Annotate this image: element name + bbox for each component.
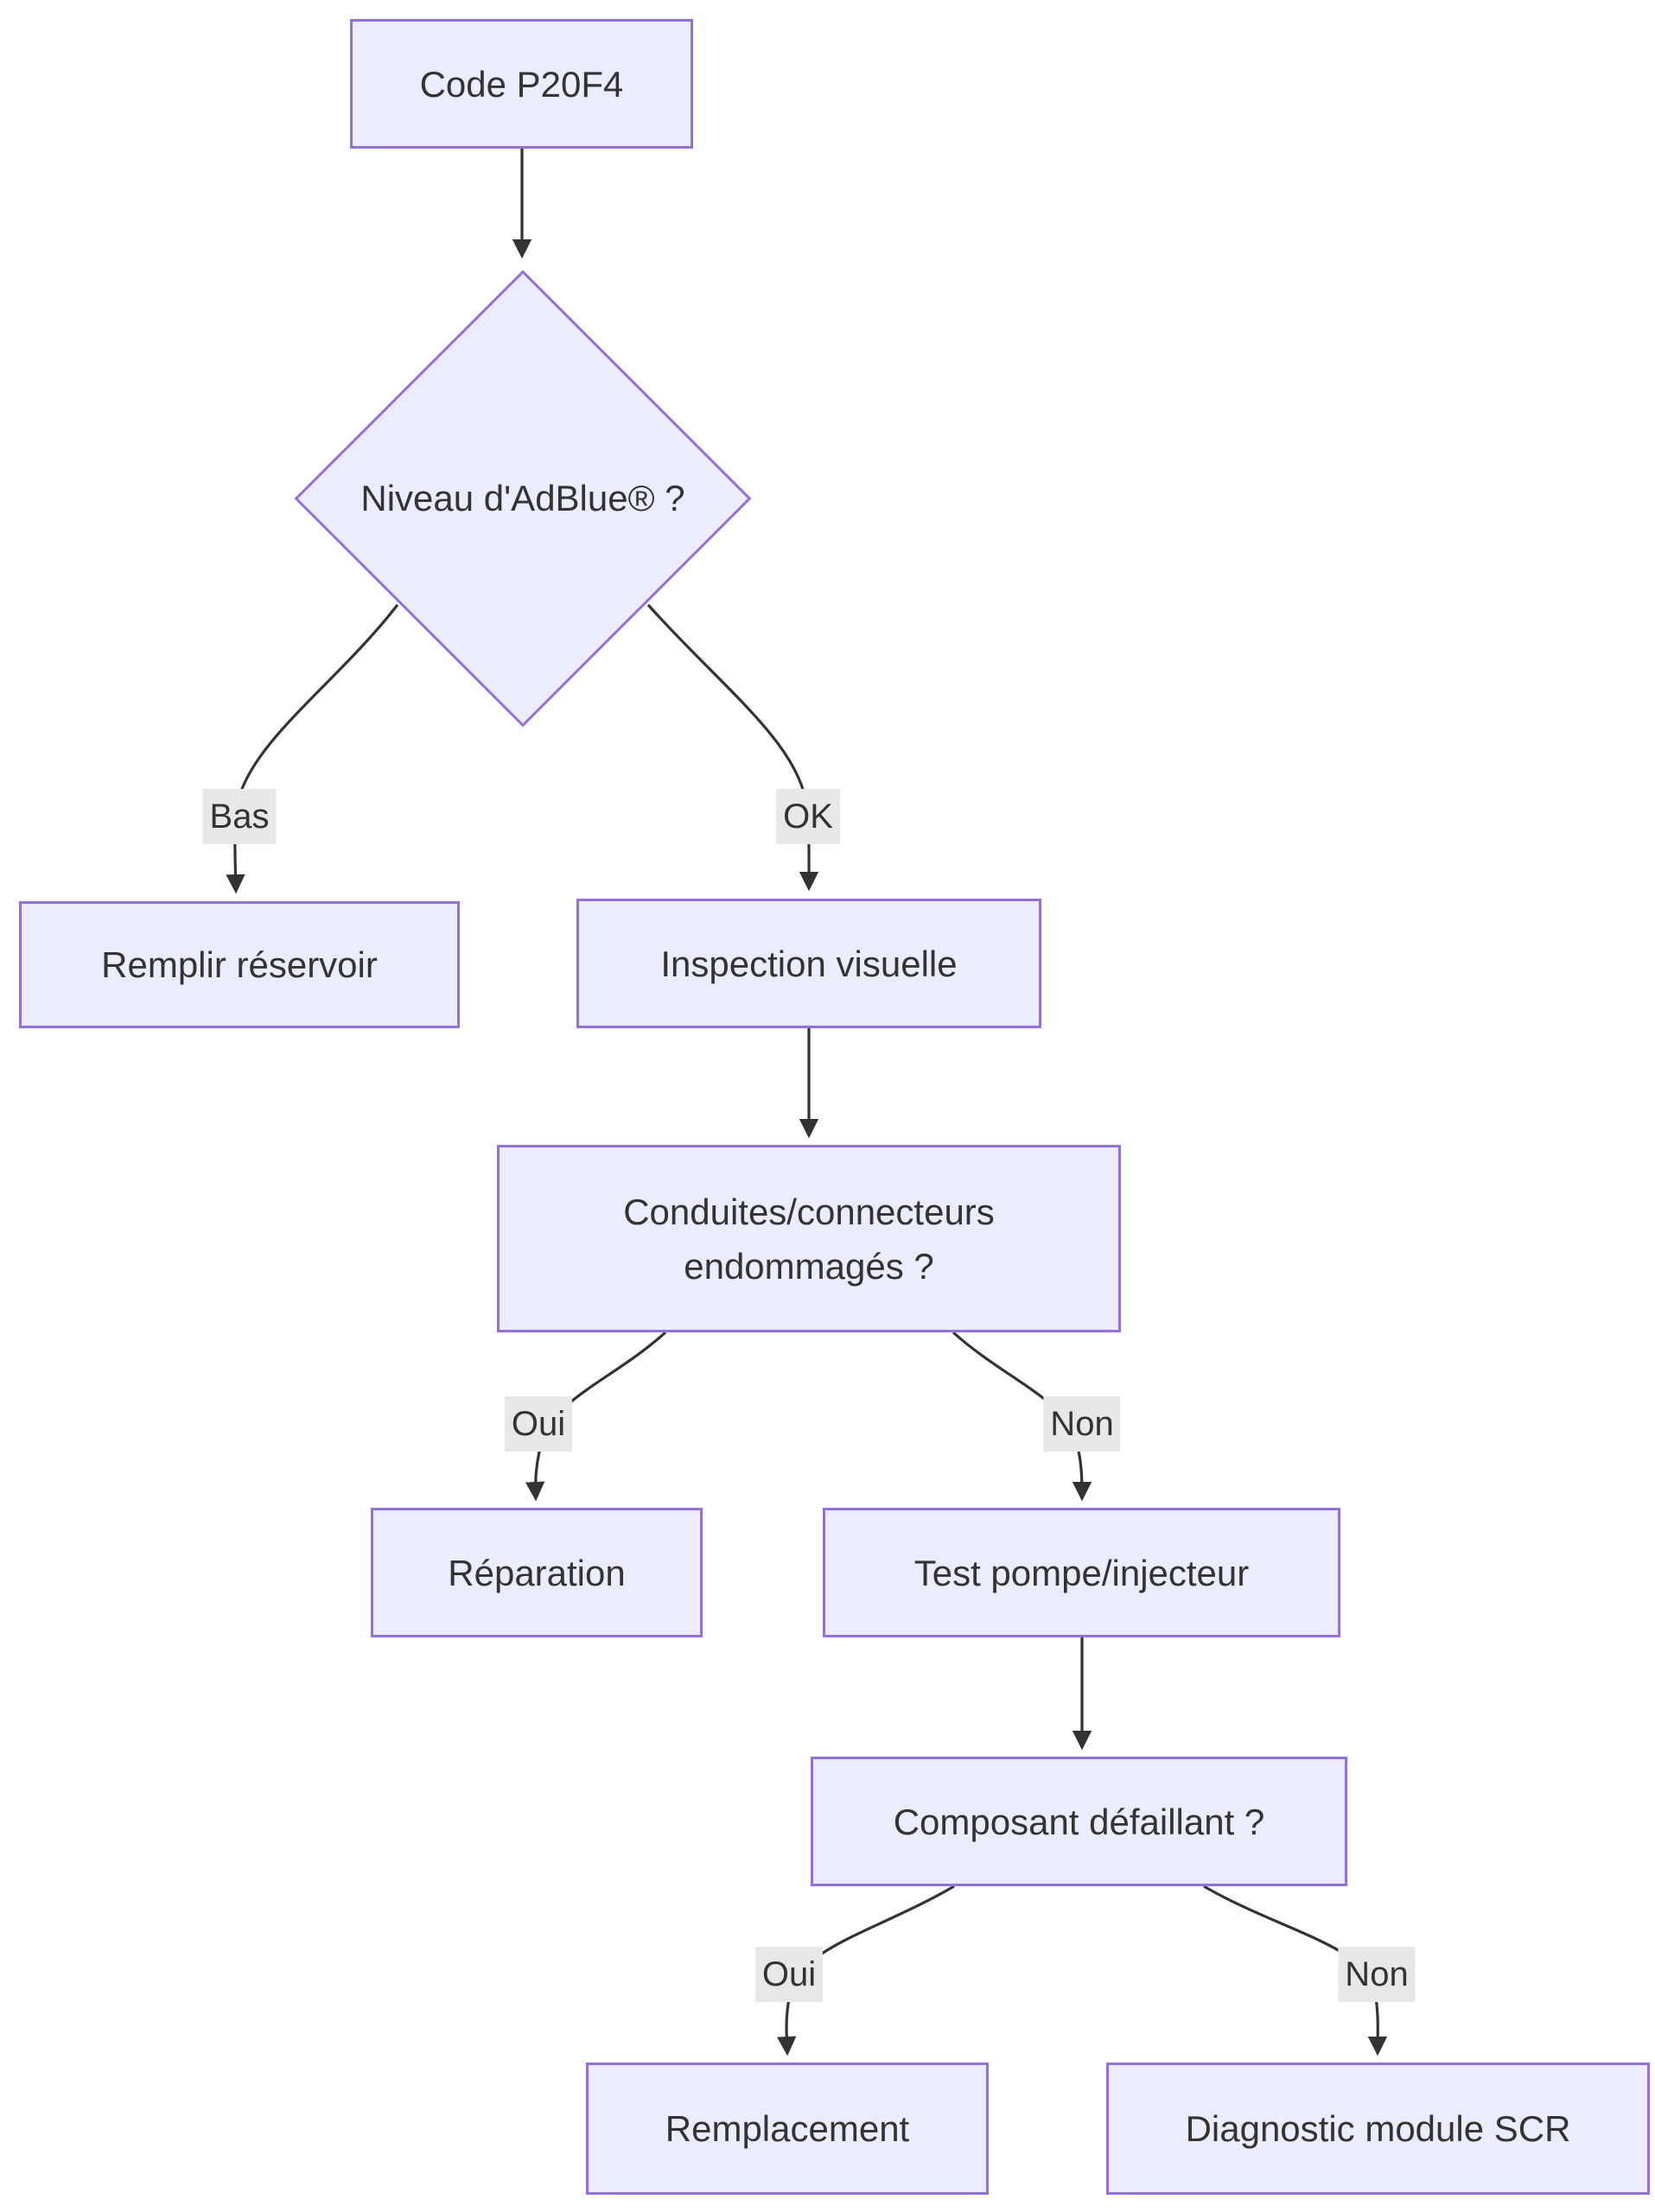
node-conduites-connecteurs-decision: Conduites/connecteurs endommagés ? — [497, 1145, 1121, 1332]
edge-label-bas: Bas — [202, 789, 277, 844]
node-remplir-reservoir: Remplir réservoir — [19, 901, 460, 1028]
node-test-pompe-injecteur: Test pompe/injecteur — [823, 1508, 1340, 1637]
node-reparation-label: Réparation — [448, 1552, 626, 1593]
edge-niveau-to-inspection — [646, 603, 819, 892]
node-composant-defaillant-label: Composant défaillant ? — [893, 1801, 1265, 1842]
node-diagnostic-module-scr: Diagnostic module SCR — [1106, 2063, 1650, 2195]
node-conduites-label-line2: endommagés ? — [684, 1245, 934, 1287]
edge-label-oui-composant: Oui — [754, 1947, 824, 2002]
node-conduites-label-line1: Conduites/connecteurs — [623, 1191, 995, 1232]
node-reparation: Réparation — [371, 1508, 703, 1637]
node-remplir-reservoir-label: Remplir réservoir — [101, 944, 378, 985]
node-remplacement: Remplacement — [586, 2063, 989, 2195]
node-test-pompe-injecteur-label: Test pompe/injecteur — [913, 1552, 1250, 1593]
node-composant-defaillant-decision: Composant défaillant ? — [811, 1757, 1347, 1886]
edge-label-non-conduites: Non — [1043, 1396, 1121, 1452]
edge-label-ok: OK — [776, 789, 840, 844]
node-remplacement-label: Remplacement — [665, 2108, 910, 2149]
node-code-p20f4-label: Code P20F4 — [419, 63, 624, 105]
edge-label-non-composant: Non — [1338, 1947, 1416, 2002]
edge-niveau-to-remplir — [226, 604, 399, 894]
node-niveau-adblue-label: Niveau d'AdBlue® ? — [360, 478, 685, 518]
node-inspection-visuelle-label: Inspection visuelle — [660, 943, 958, 984]
node-inspection-visuelle: Inspection visuelle — [576, 899, 1041, 1028]
node-code-p20f4: Code P20F4 — [350, 19, 693, 149]
edge-label-oui-conduites: Oui — [504, 1396, 573, 1452]
node-niveau-adblue-decision: Niveau d'AdBlue® ? — [294, 270, 752, 728]
node-diagnostic-module-scr-label: Diagnostic module SCR — [1185, 2108, 1571, 2149]
